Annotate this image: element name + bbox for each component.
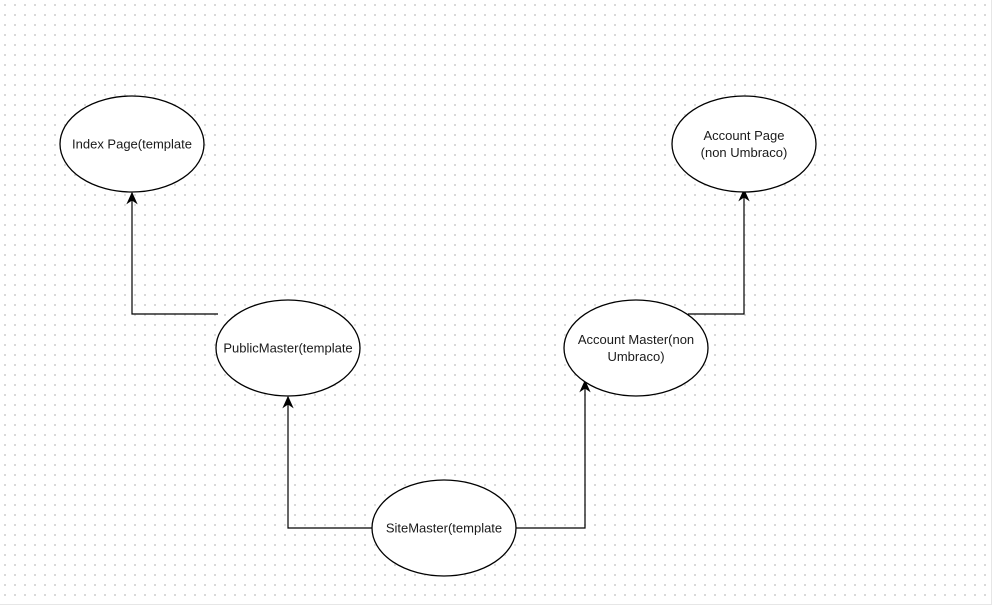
edge-account-master-to-account-page <box>688 188 750 315</box>
node-shape[interactable] <box>563 299 709 397</box>
node-public-master[interactable]: PublicMaster(template <box>215 299 361 397</box>
node-label: Account Page <box>704 128 785 143</box>
edges-layer <box>126 188 750 529</box>
node-site-master[interactable]: SiteMaster(template <box>371 479 517 577</box>
node-label: Account Master(non <box>578 332 694 347</box>
edge-line <box>688 190 745 315</box>
node-shape[interactable] <box>215 299 361 397</box>
node-index-page[interactable]: Index Page(template <box>59 95 205 193</box>
node-shape[interactable] <box>59 95 205 193</box>
nodes-layer: Index Page(template Account Page (non Umbr… <box>59 95 817 577</box>
arrow-head-icon <box>126 191 138 205</box>
arrow-head-icon <box>738 188 750 202</box>
edge-line <box>287 397 372 529</box>
edge-public-master-to-index-page <box>126 191 218 315</box>
arrow-head-icon <box>282 395 294 409</box>
edge-line <box>131 193 218 315</box>
node-account-page[interactable]: Account Page (non Umbraco) <box>671 95 817 193</box>
node-label: PublicMaster(template <box>223 341 352 356</box>
edge-site-master-to-account-master <box>516 379 591 529</box>
node-label: (non Umbraco) <box>701 145 788 160</box>
node-label: Index Page(template <box>72 137 192 152</box>
arrow-head-icon <box>579 379 591 393</box>
node-label: Umbraco) <box>607 349 664 364</box>
edge-line <box>516 381 586 529</box>
node-label: SiteMaster(template <box>386 521 502 536</box>
node-shape[interactable] <box>671 95 817 193</box>
edge-site-master-to-public-master <box>282 395 372 529</box>
node-shape[interactable] <box>371 479 517 577</box>
